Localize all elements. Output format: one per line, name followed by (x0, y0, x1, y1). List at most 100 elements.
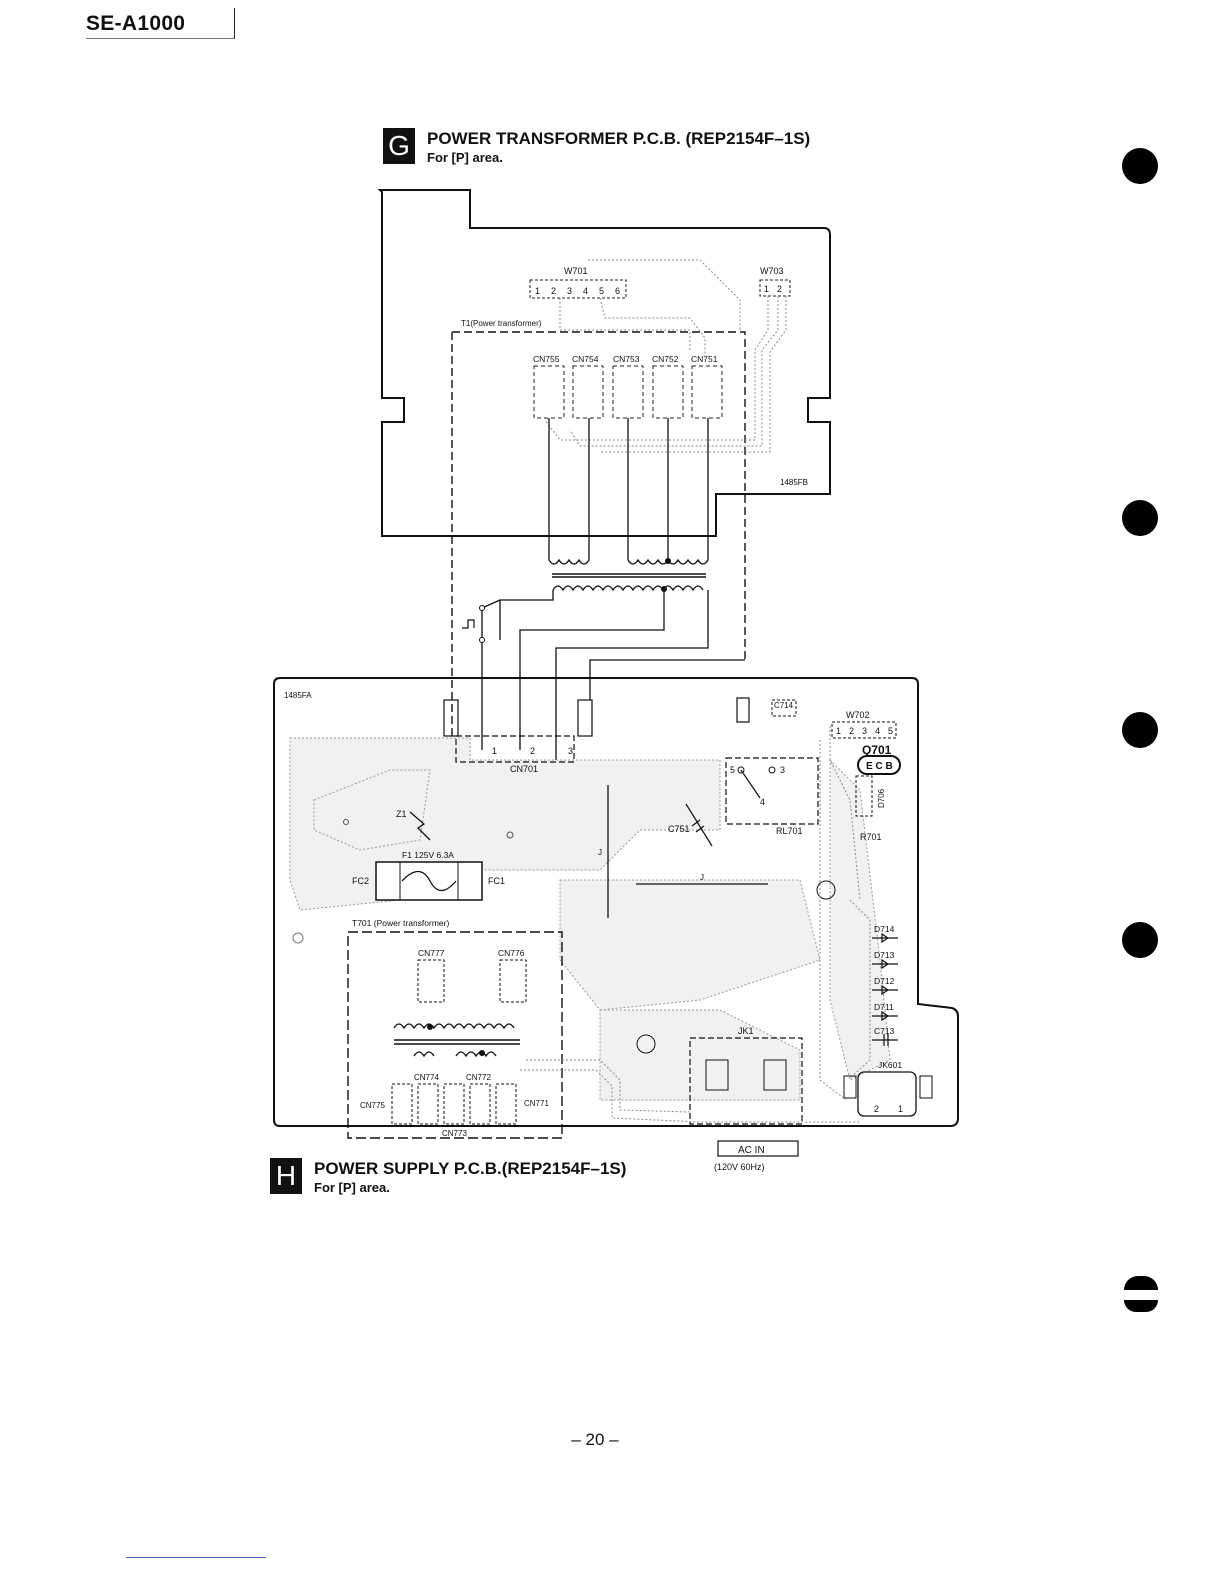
ac-in-spec: (120V 60Hz) (714, 1162, 765, 1172)
label-4: 5 (888, 726, 893, 736)
model-header: SE-A1000 (86, 8, 235, 39)
label-cn776: CN776 (498, 948, 525, 958)
transformer-wires (548, 418, 709, 560)
section-g-badge: G (383, 128, 415, 164)
label-1: 2 (777, 284, 782, 294)
diode-stack (849, 899, 898, 1079)
label-0: 1 (764, 284, 769, 294)
z1-label: Z1 (396, 809, 407, 819)
label-2: 3 (567, 286, 572, 296)
label-cn753: CN753 (613, 354, 640, 364)
label-cn752: CN752 (652, 354, 679, 364)
power-transformer-pcb-outline (377, 189, 831, 537)
label-3: 4 (875, 726, 880, 736)
label-jk601-2: 2 (874, 1104, 879, 1114)
binding-mark-4 (1122, 922, 1158, 958)
label-1: 2 (849, 726, 854, 736)
label-1: 2 (551, 286, 556, 296)
w702-header (831, 721, 897, 739)
label-2: 3 (862, 726, 867, 736)
label-cn701-1: 1 (492, 746, 497, 756)
page-number: – 20 – (571, 1430, 619, 1449)
label-cn774: CN774 (414, 1073, 439, 1082)
t701-label: T701 (Power transformer) (352, 918, 449, 928)
binding-mark-1 (1122, 148, 1158, 184)
binding-mark-3 (1122, 712, 1158, 748)
ac-in-label: AC IN (738, 1145, 765, 1156)
transformer-primary-coil (552, 585, 704, 592)
label-0: 1 (535, 286, 540, 296)
transformer-secondary-coil (548, 558, 709, 565)
label-rl-5: 5 (730, 765, 735, 775)
h-board-traces (520, 726, 861, 1123)
rl701-label: RL701 (776, 826, 803, 836)
power-supply-pcb-outline (273, 677, 959, 1127)
label-5: 6 (615, 286, 620, 296)
label-d713: D713 (874, 950, 895, 960)
relay-rl701 (725, 757, 819, 825)
q701-label: Q701 (862, 743, 892, 757)
bottom-rule (126, 1557, 266, 1558)
section-h-subtitle: For [P] area. (314, 1180, 390, 1195)
label-cn751: CN751 (691, 354, 718, 364)
cn701-label: CN701 (510, 764, 538, 774)
w703-label: W703 (760, 266, 784, 276)
label-cn701-3: 3 (568, 746, 573, 756)
label-cn771: CN771 (524, 1099, 549, 1108)
label-cn773: CN773 (442, 1129, 467, 1138)
label-cn772: CN772 (466, 1073, 491, 1082)
label-cn775: CN775 (360, 1101, 385, 1110)
w701-header (529, 279, 627, 299)
label-rl-3: 3 (780, 765, 785, 775)
f1-label: F1 125V 6.3A (402, 850, 454, 860)
cn701-connector (455, 735, 575, 763)
jk601-connector (857, 1071, 917, 1117)
h-board-code: 1485FA (284, 691, 312, 700)
section-h-heading: POWER SUPPLY P.C.B.(REP2154F–1S) (314, 1159, 627, 1178)
jk601-label: JK601 (878, 1060, 902, 1070)
binding-mark-6 (1124, 1300, 1158, 1312)
label-rl-4: 4 (760, 797, 765, 807)
label-cn755: CN755 (533, 354, 560, 364)
label-0: 1 (836, 726, 841, 736)
label-cn754: CN754 (572, 354, 599, 364)
label-j-a: J (598, 848, 602, 857)
binding-mark-5 (1124, 1276, 1158, 1290)
w703-header (759, 279, 791, 297)
t701-lower-connectors (391, 1083, 517, 1125)
c751-label: C751 (668, 824, 690, 834)
fuse-f1 (375, 861, 483, 901)
g-board-traces (544, 259, 787, 453)
section-h-badge: H (270, 1158, 302, 1194)
t1-label: T1(Power transformer) (461, 319, 542, 328)
label-jk601-1: 1 (898, 1104, 903, 1114)
jk1-connector (689, 1037, 803, 1125)
r701-label: R701 (860, 832, 882, 842)
ac-in-box (717, 1140, 799, 1157)
label-j-b: J (700, 873, 704, 882)
q701-transistor (857, 755, 901, 775)
label-cn777: CN777 (418, 948, 445, 958)
c714-label: C714 (774, 701, 794, 710)
label-q701-pins: E C B (866, 761, 893, 772)
w701-label: W701 (564, 266, 588, 276)
primary-wires (481, 589, 745, 760)
label-d711: D711 (874, 1002, 894, 1012)
jk1-label: JK1 (738, 1026, 754, 1036)
section-g-heading: POWER TRANSFORMER P.C.B. (REP2154F–1S) (427, 129, 811, 148)
label-cn701-2: 2 (530, 746, 535, 756)
label-fc1: FC1 (488, 876, 505, 886)
label-3: 4 (583, 286, 588, 296)
label-d714: D714 (874, 924, 895, 934)
section-g-subtitle: For [P] area. (427, 150, 503, 165)
label-d712: D712 (874, 976, 895, 986)
g-board-code: 1485FB (780, 478, 808, 487)
d706-label: D706 (877, 788, 886, 808)
w701-pins: 1 2 3 4 5 6 (535, 286, 620, 296)
label-c713: C713 (874, 1026, 895, 1036)
label-fc2: FC2 (352, 876, 369, 886)
cn75x-connectors (533, 365, 723, 419)
t701-transformer (347, 931, 563, 1139)
model-number: SE-A1000 (86, 12, 186, 35)
